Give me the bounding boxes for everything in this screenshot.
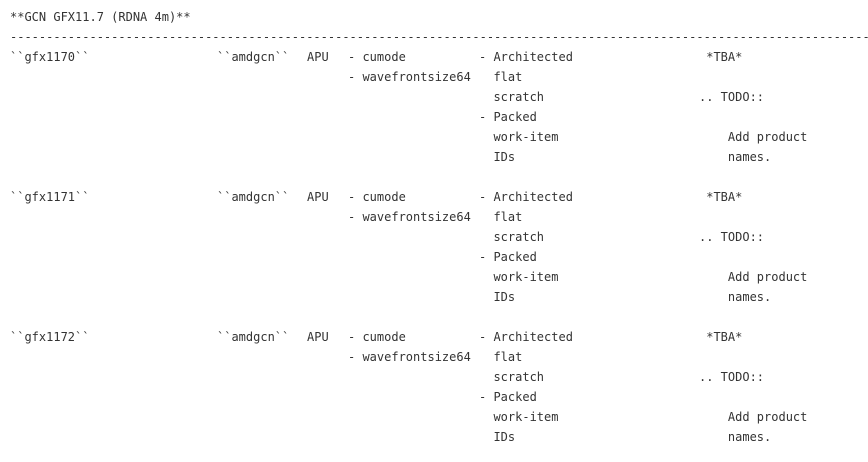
dgpu-apu-cell: APU — [307, 330, 329, 344]
target-features-cell: - cumode - wavefrontsize64 — [348, 190, 471, 224]
target-triple-cell: ``amdgcn`` — [217, 190, 290, 204]
target-triple-cell: ``amdgcn`` — [217, 330, 290, 344]
document-text-view: **GCN GFX11.7 (RDNA 4m)** --------------… — [10, 10, 868, 447]
table-row: ``gfx1171`` ``amdgcn`` APU - cumode - wa… — [10, 187, 868, 307]
processor-cell: ``gfx1171`` — [10, 190, 90, 204]
processor-cell: ``gfx1170`` — [10, 50, 90, 64]
hw-features-cell: - Architected flat scratch - Packed work… — [479, 330, 573, 444]
processor-cell: ``gfx1172`` — [10, 330, 90, 344]
example-products-cell: *TBA* .. TODO:: Add product names. — [699, 330, 808, 444]
target-features-cell: - cumode - wavefrontsize64 — [348, 330, 471, 364]
dgpu-apu-cell: APU — [307, 190, 329, 204]
hw-features-cell: - Architected flat scratch - Packed work… — [479, 50, 573, 164]
example-products-cell: *TBA* .. TODO:: Add product names. — [699, 50, 808, 164]
target-triple-cell: ``amdgcn`` — [217, 50, 290, 64]
table-separator-line: ----------------------------------------… — [10, 30, 868, 44]
target-features-cell: - cumode - wavefrontsize64 — [348, 50, 471, 84]
dgpu-apu-cell: APU — [307, 50, 329, 64]
hw-features-cell: - Architected flat scratch - Packed work… — [479, 190, 573, 304]
section-heading: **GCN GFX11.7 (RDNA 4m)** — [10, 10, 191, 24]
table-row: ``gfx1172`` ``amdgcn`` APU - cumode - wa… — [10, 327, 868, 447]
table-row: ``gfx1170`` ``amdgcn`` APU - cumode - wa… — [10, 47, 868, 167]
example-products-cell: *TBA* .. TODO:: Add product names. — [699, 190, 808, 304]
